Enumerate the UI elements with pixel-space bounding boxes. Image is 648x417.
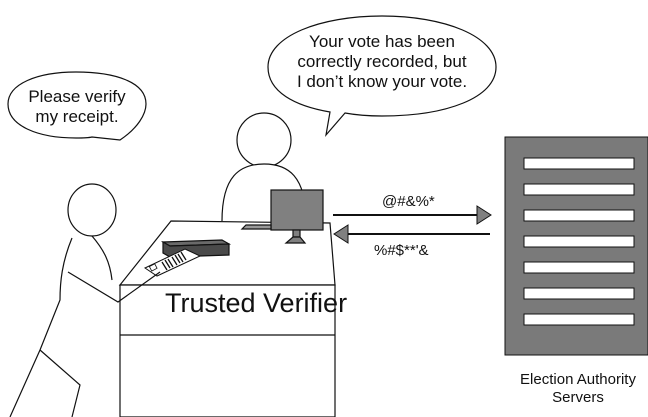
- verifier-bubble-outline: [267, 15, 497, 138]
- keyboard: [240, 224, 272, 230]
- voter-body: [9, 237, 73, 417]
- receipt-paper: [143, 248, 202, 277]
- server-slot: [523, 183, 635, 196]
- voter-person: [9, 183, 161, 417]
- server-slot: [523, 313, 635, 326]
- voter-bubble-line-1: Please verify: [28, 87, 126, 106]
- monitor: [240, 189, 324, 244]
- server-slot: [523, 209, 635, 222]
- voter-arm: [67, 271, 161, 303]
- monitor-screen: [270, 189, 324, 231]
- server-slot: [523, 157, 635, 170]
- incoming-message-text: %#$**'&: [374, 242, 429, 259]
- server-slot: [523, 235, 635, 248]
- verifier-speech-bubble: Your vote has been correctly recorded, b…: [267, 15, 497, 138]
- verifier-bubble-line-2: correctly recorded, but: [297, 52, 466, 71]
- outgoing-message-text: @#&%*: [382, 193, 435, 210]
- outgoing-message-arrow: [333, 205, 492, 225]
- incoming-message-arrow: [333, 224, 490, 244]
- receipt: [143, 248, 202, 277]
- barcode-icon: [161, 251, 187, 271]
- verifier-bubble-line-3: I don’t know your vote.: [297, 72, 467, 91]
- verifier-head: [236, 112, 292, 168]
- voter-head: [67, 183, 117, 237]
- monitor-neck: [292, 229, 301, 238]
- voter-bubble-outline: [7, 71, 147, 141]
- server-slot: [523, 261, 635, 274]
- voter-bubble-line-2: my receipt.: [35, 107, 118, 126]
- voter-back: [91, 235, 113, 281]
- voter-leg: [39, 349, 81, 417]
- voter-speech-bubble: Please verify my receipt.: [7, 71, 147, 141]
- desk-front: [119, 284, 336, 417]
- servers-label-line-2: Servers: [552, 389, 604, 406]
- server-slots: [523, 157, 635, 326]
- election-authority-servers: [504, 136, 648, 356]
- verifier-bubble-line-1: Your vote has been: [309, 32, 455, 51]
- desk-label: Trusted Verifier: [165, 288, 347, 318]
- receipt-stamp-icon: [148, 263, 158, 272]
- arrow-right-icon: [476, 205, 492, 225]
- servers-label-line-1: Election Authority: [520, 371, 636, 388]
- monitor-base: [284, 236, 307, 244]
- arrow-left-icon: [333, 224, 349, 244]
- server-slot: [523, 287, 635, 300]
